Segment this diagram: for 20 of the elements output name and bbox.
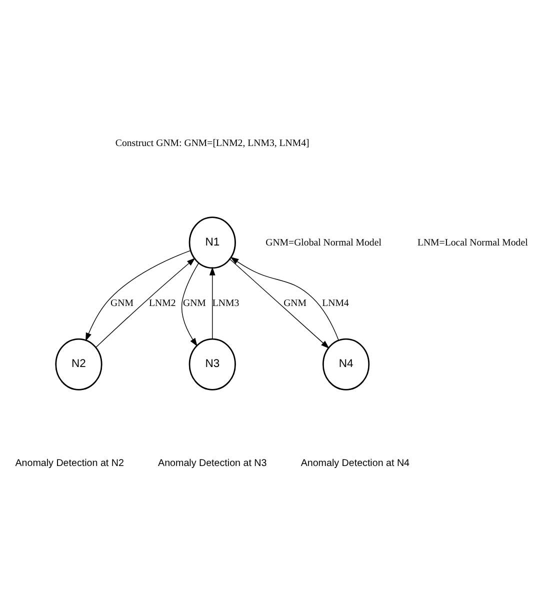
arrow — [181, 262, 199, 346]
edge-label: GNM — [182, 298, 206, 309]
node-circle: N1 — [188, 216, 236, 268]
edge-label: LNM3 — [212, 298, 240, 309]
label: Construct GNM: GNM=[LNM2, LNM3, LNM4] — [115, 138, 310, 149]
edge-label: LNM4 — [322, 298, 349, 309]
edge-label: GNM — [110, 298, 134, 309]
label: Anomaly Detection at N3 — [158, 458, 267, 469]
label: GNM=Global Normal Model — [266, 236, 382, 248]
arrow — [230, 258, 330, 348]
label: Anomaly Detection at N4 — [300, 458, 410, 469]
arrow — [230, 256, 340, 340]
arrow — [86, 250, 191, 341]
label: LNM=Local Normal Model — [417, 236, 528, 248]
label: Anomaly Detection at N2 — [15, 458, 124, 469]
edge-label: GNM — [284, 298, 307, 309]
edge-label: LNM2 — [149, 298, 176, 309]
arrow — [209, 266, 216, 339]
node-circle: N2 — [55, 338, 102, 390]
arrow — [96, 257, 196, 348]
